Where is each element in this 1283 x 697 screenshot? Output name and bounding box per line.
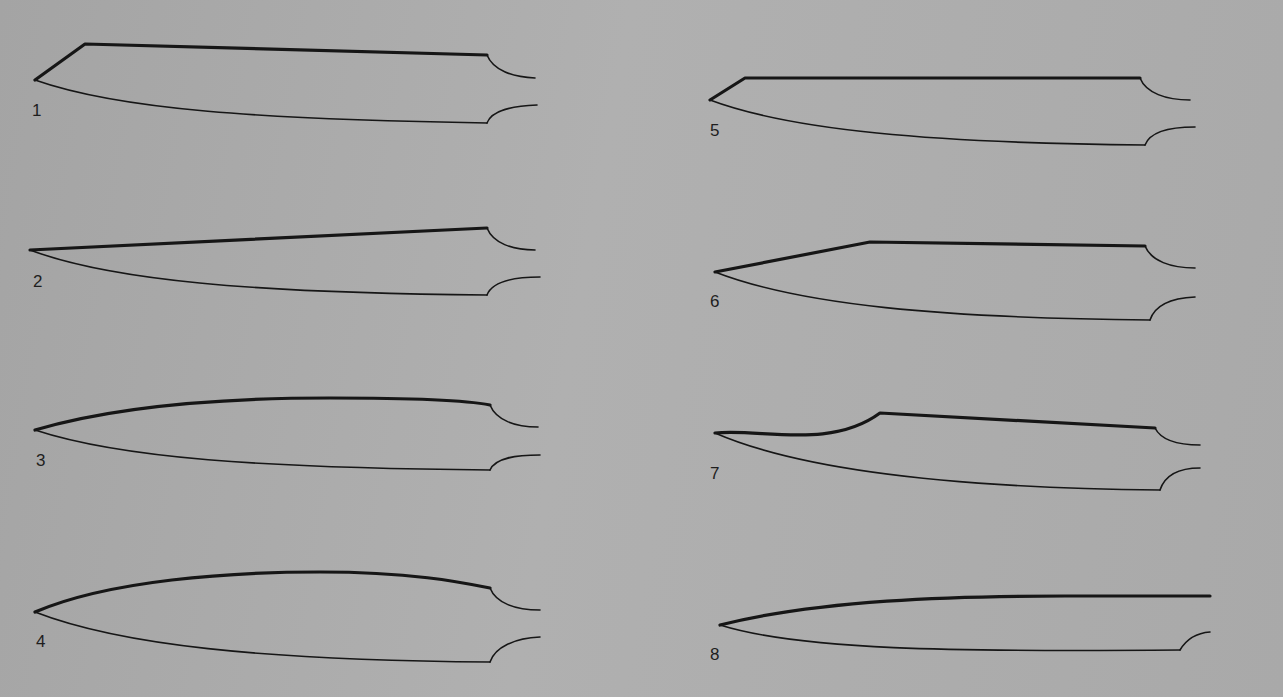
callout-number: 7: [710, 465, 719, 482]
callout-number: 6: [710, 293, 719, 310]
callout-number: 8: [710, 646, 719, 663]
blade-8: [720, 596, 1210, 651]
blade-2: [30, 228, 540, 295]
blade-1: [35, 44, 537, 123]
blade-7: [715, 413, 1200, 490]
callout-number: 5: [710, 122, 719, 139]
callout-number: 4: [36, 633, 45, 650]
callout-number: 2: [33, 273, 42, 290]
callout-number: 3: [36, 452, 45, 469]
blade-5: [710, 78, 1195, 145]
blade-6: [715, 242, 1195, 320]
callout-number: 1: [32, 102, 41, 119]
blade-3: [35, 398, 540, 470]
blade-4: [35, 572, 540, 662]
